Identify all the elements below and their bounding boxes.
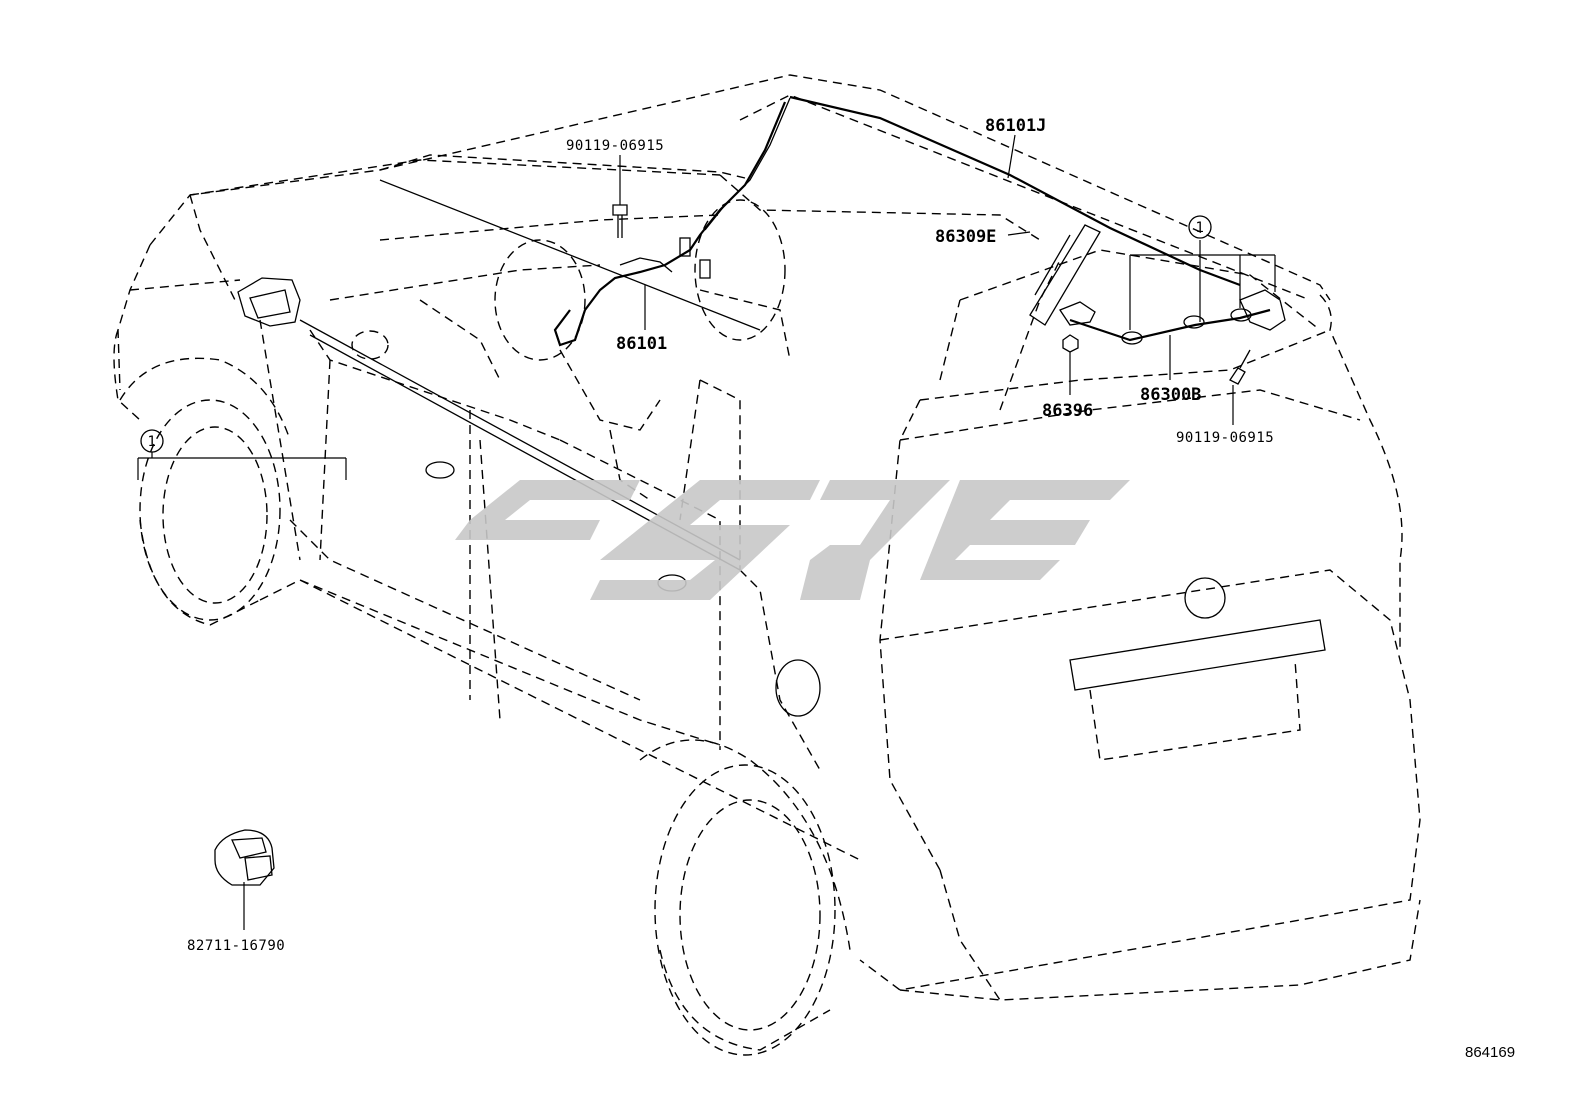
bolt-90119-top <box>612 204 628 238</box>
wire-harness-86101 <box>553 97 791 347</box>
label-86101: 86101 <box>616 334 667 354</box>
figure-number: 864169 <box>1465 1044 1515 1061</box>
label-86300b: 86300B <box>1140 385 1201 405</box>
ref-marker-1-top: 1 <box>1188 215 1212 239</box>
watermark-logo <box>455 480 1130 600</box>
wire-harness-86101j <box>789 95 1241 287</box>
label-90119-06915-top: 90119-06915 <box>566 138 664 154</box>
ref-marker-label: 1 <box>1196 220 1205 236</box>
ref-marker-1-legend: 1 <box>140 429 164 453</box>
nut-86396 <box>1062 334 1079 353</box>
antenna-cord-86300b <box>1059 289 1286 345</box>
ref-marker-label: 1 <box>148 434 157 450</box>
bolt-90119-right <box>1229 349 1251 385</box>
label-86309e: 86309E <box>935 227 996 247</box>
callout-labels: 90119-06915 86101 86101J 86309E 86396 86… <box>187 116 1515 1061</box>
vehicle-outline <box>113 74 1421 1056</box>
label-82711-16790: 82711-16790 <box>187 938 285 954</box>
leader-lines <box>137 134 1276 930</box>
antenna-element-86309e <box>1029 224 1101 326</box>
clip-82711 <box>214 829 275 886</box>
label-86396: 86396 <box>1042 401 1093 421</box>
label-90119-06915-right: 90119-06915 <box>1176 430 1274 446</box>
label-86101j: 86101J <box>985 116 1046 136</box>
